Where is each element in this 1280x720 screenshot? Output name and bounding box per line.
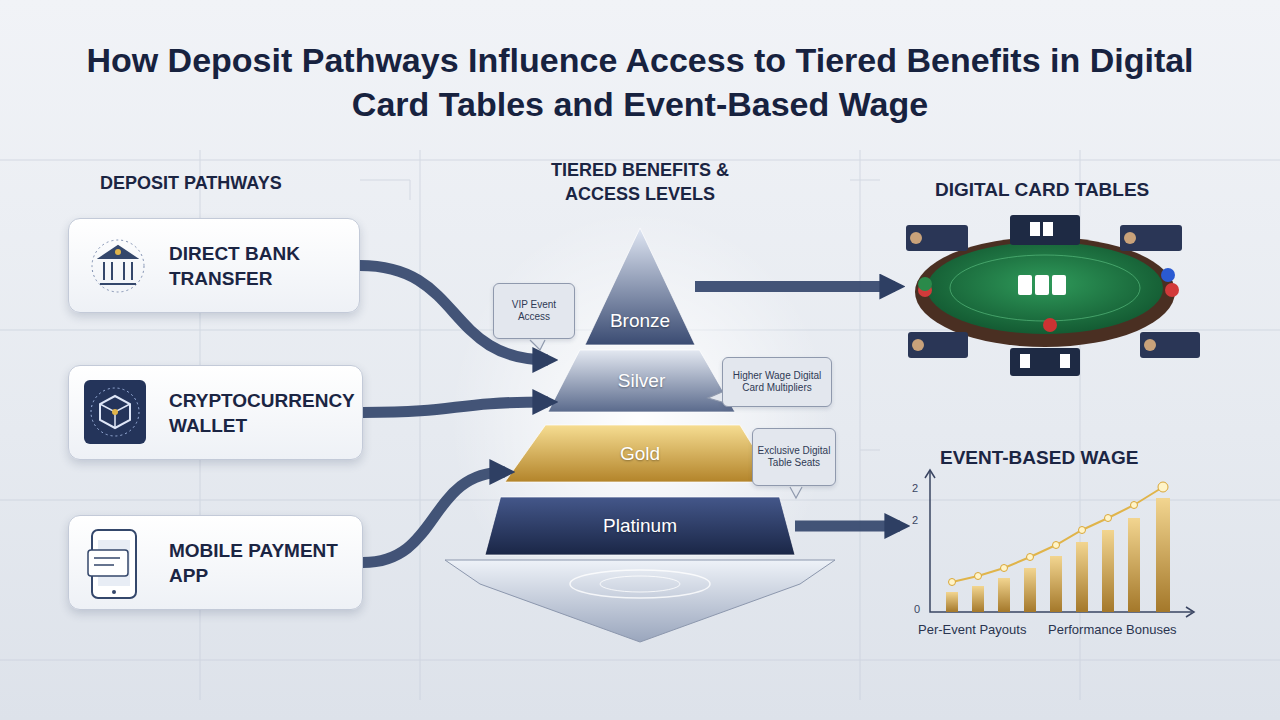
tier-outline: [505, 425, 775, 482]
tier-level: Gold: [505, 425, 775, 482]
tier-level: Bronze: [585, 228, 695, 345]
tier-level: Silver: [548, 350, 735, 412]
deposit-box: DIRECT BANK TRANSFER: [68, 218, 360, 313]
payout-chart-illustration: [925, 470, 1194, 617]
section-heading: DEPOSIT PATHWAYS: [100, 172, 282, 194]
node-text: Platinum: [603, 515, 677, 537]
card-table-panel: DIGITAL CARD TABLES: [895, 170, 1215, 385]
tier-outline: [585, 228, 695, 345]
flow-arrow: [360, 266, 548, 361]
benefit-callout: Exclusive Digital Table Seats: [752, 428, 836, 486]
axis-tick: 2: [912, 514, 918, 527]
bank-icon: [92, 240, 144, 292]
flow-arrow: [695, 281, 895, 292]
tier-outline: [548, 350, 735, 412]
node-text: MOBILE PAYMENT APP: [169, 538, 356, 588]
crypto-icon: [84, 380, 146, 444]
phone-icon: [88, 530, 136, 598]
grid-lines: [0, 150, 1280, 700]
node-text: Gold: [620, 443, 660, 465]
diagram-title: How Deposit Pathways Influence Access to…: [70, 38, 1210, 126]
panel-heading: EVENT-BASED WAGE: [940, 446, 1138, 470]
node-text: Bronze: [610, 310, 670, 332]
flow-arrow: [363, 472, 505, 563]
node-text: VIP Event Access: [498, 299, 570, 323]
panel-heading: DIGITAL CARD TABLES: [935, 178, 1149, 202]
axis-label: Per-Event Payouts: [918, 622, 1026, 638]
deposit-box: CRYPTOCURRENCY WALLET: [68, 365, 363, 460]
deposit-box: MOBILE PAYMENT APP: [68, 515, 363, 610]
node-text: Higher Wage Digital Card Multipliers: [727, 370, 827, 394]
benefit-callout: Higher Wage Digital Card Multipliers: [722, 357, 832, 407]
node-text: Exclusive Digital Table Seats: [757, 445, 831, 469]
wage-chart-panel: EVENT-BASED WAGE: [900, 438, 1220, 650]
node-text: Silver: [618, 370, 666, 392]
benefit-callout: VIP Event Access: [493, 283, 575, 339]
axis-label: Performance Bonuses: [1048, 622, 1177, 638]
section-heading: TIERED BENEFITS & ACCESS LEVELS: [540, 158, 740, 206]
tier-level: Platinum: [485, 497, 795, 555]
axis-tick: 2: [912, 482, 918, 495]
axis-tick: 0: [914, 603, 920, 616]
node-text: DIRECT BANK TRANSFER: [169, 241, 353, 291]
poker-table-illustration: [906, 215, 1200, 376]
callout-tails: [530, 340, 802, 498]
pyramid-base: [445, 560, 835, 642]
flow-arrow: [795, 521, 900, 532]
node-text: CRYPTOCURRENCY WALLET: [169, 388, 356, 438]
tier-outline: [485, 497, 795, 555]
flow-arrow: [363, 402, 548, 413]
